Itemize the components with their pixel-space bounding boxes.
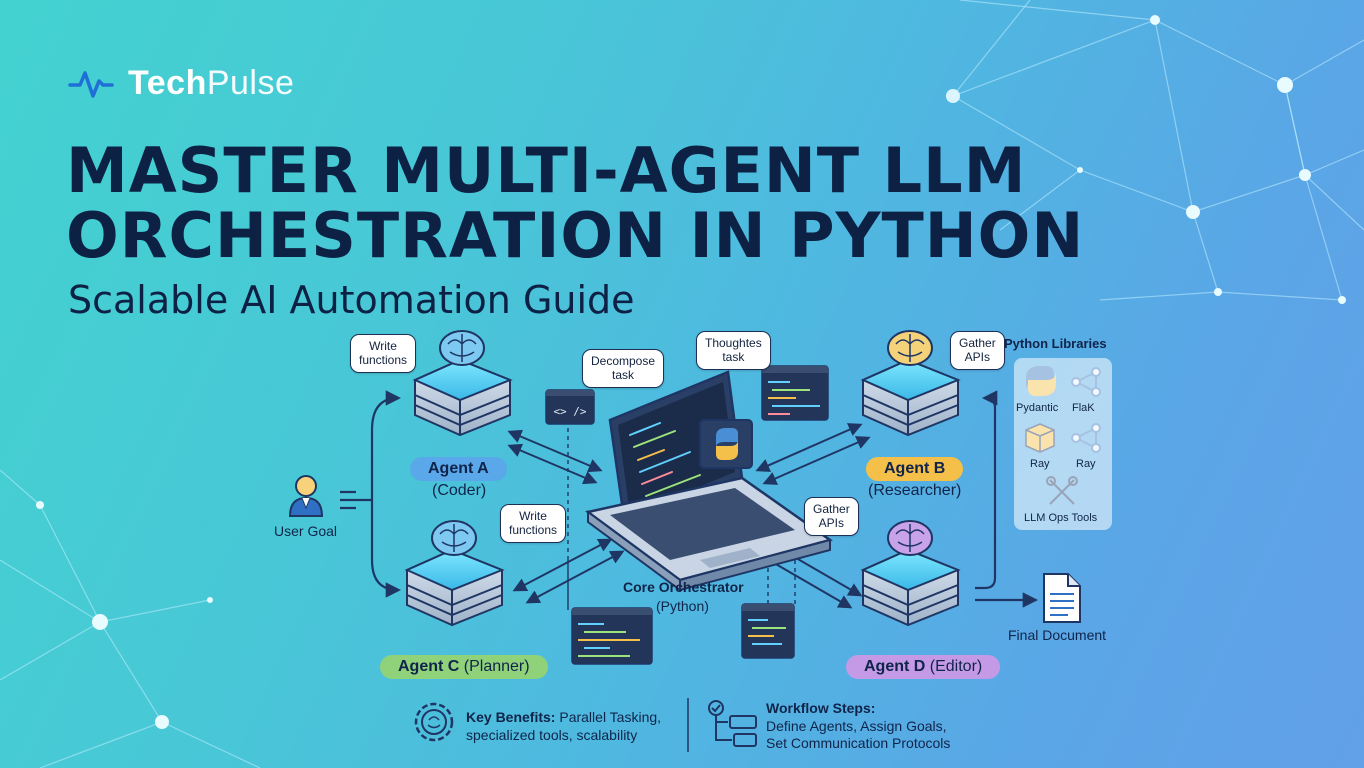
title-line-1: MASTER MULTI-AGENT LLM xyxy=(66,134,1027,207)
orchestrator-label: Core Orchestrator xyxy=(623,579,744,595)
library-flak: FlaK xyxy=(1072,402,1095,414)
agent-d-server-icon xyxy=(860,520,961,627)
final-document-label: Final Document xyxy=(1008,627,1107,643)
agent-b-role: (Researcher) xyxy=(868,482,962,499)
agent-c-label: Agent C (Planner) xyxy=(380,655,548,679)
code-snippet-icon xyxy=(741,603,795,659)
agent-b-server-icon xyxy=(860,330,961,437)
agent-d-label: Agent D (Editor) xyxy=(846,655,1001,679)
libraries-panel xyxy=(1014,358,1112,530)
libraries-title: Python Libraries xyxy=(1004,336,1107,351)
key-benefits: Key Benefits: Parallel Tasking, speciali… xyxy=(466,709,662,743)
checklist-icon xyxy=(708,700,757,747)
code-snippet-icon xyxy=(761,365,829,421)
pulse-icon xyxy=(68,70,114,98)
user-goal-label: User Goal xyxy=(274,523,338,539)
agent-a-label: Agent A xyxy=(410,457,507,481)
user-icon xyxy=(288,475,324,517)
library-llm-ops-tools: LLM Ops Tools xyxy=(1024,512,1098,524)
title-line-2: ORCHESTRATION IN PYTHON xyxy=(66,199,1085,272)
agent-a-role: (Coder) xyxy=(432,482,487,499)
brand-name: TechPulse xyxy=(128,64,295,102)
library-pydantic: Pydantic xyxy=(1016,402,1059,414)
workflow-steps: Workflow Steps: Define Agents, Assign Go… xyxy=(766,700,951,751)
library-ray-2: Ray xyxy=(1076,458,1096,470)
svg-text:<> />: <> /> xyxy=(553,405,586,418)
code-snippet-icon xyxy=(571,607,653,665)
agent-c-server-icon xyxy=(404,520,505,627)
code-snippet-icon: <> /> xyxy=(545,389,595,425)
python-window-icon xyxy=(699,419,753,469)
brand: TechPulse xyxy=(68,64,294,103)
agent-a-server-icon xyxy=(412,330,513,437)
document-icon xyxy=(1043,573,1081,623)
subtitle: Scalable AI Automation Guide xyxy=(68,278,635,322)
gear-icon xyxy=(414,702,454,742)
agent-b-label: Agent B xyxy=(866,457,964,481)
orchestrator-sub-label: (Python) xyxy=(656,598,709,614)
library-ray-1: Ray xyxy=(1030,458,1050,470)
laptop-icon xyxy=(585,370,833,592)
